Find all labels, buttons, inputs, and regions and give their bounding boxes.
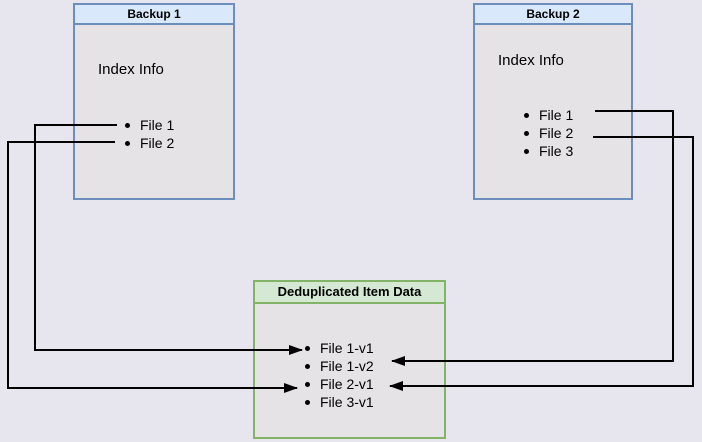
bullet-icon — [524, 148, 529, 154]
backup2-box: Backup 2 Index Info File 1 File 2 File 3 — [473, 3, 633, 200]
list-item: File 2-v1 — [305, 375, 374, 393]
list-item: File 1 — [524, 106, 573, 124]
backup2-title: Backup 2 — [475, 5, 631, 25]
list-item: File 2 — [524, 124, 573, 142]
list-item: File 3-v1 — [305, 393, 374, 411]
dedup-title: Deduplicated Item Data — [255, 282, 444, 304]
bullet-icon — [125, 140, 130, 146]
bullet-icon — [524, 130, 529, 136]
list-item-label: File 1 — [140, 117, 175, 133]
bullet-icon — [524, 112, 529, 118]
bullet-icon — [305, 345, 310, 351]
list-item-label: File 2 — [539, 125, 574, 141]
list-item-label: File 2-v1 — [320, 376, 374, 392]
backup2-file-list: File 1 File 2 File 3 — [524, 106, 573, 160]
backup2-subtitle: Index Info — [498, 52, 564, 69]
backup1-box: Backup 1 Index Info File 1 File 2 — [73, 3, 235, 200]
bullet-icon — [125, 122, 130, 128]
list-item: File 1-v1 — [305, 339, 374, 357]
bullet-icon — [305, 363, 310, 369]
list-item-label: File 3-v1 — [320, 394, 374, 410]
backup1-subtitle: Index Info — [98, 61, 164, 78]
list-item: File 3 — [524, 142, 573, 160]
bullet-icon — [305, 381, 310, 387]
list-item-label: File 3 — [539, 143, 574, 159]
list-item-label: File 1 — [539, 107, 574, 123]
list-item-label: File 1-v1 — [320, 340, 374, 356]
bullet-icon — [305, 399, 310, 405]
list-item: File 1 — [125, 116, 174, 134]
list-item-label: File 2 — [140, 135, 175, 151]
backup1-title: Backup 1 — [75, 5, 233, 25]
list-item: File 1-v2 — [305, 357, 374, 375]
backup1-file-list: File 1 File 2 — [125, 116, 174, 152]
list-item-label: File 1-v2 — [320, 358, 374, 374]
list-item: File 2 — [125, 134, 174, 152]
